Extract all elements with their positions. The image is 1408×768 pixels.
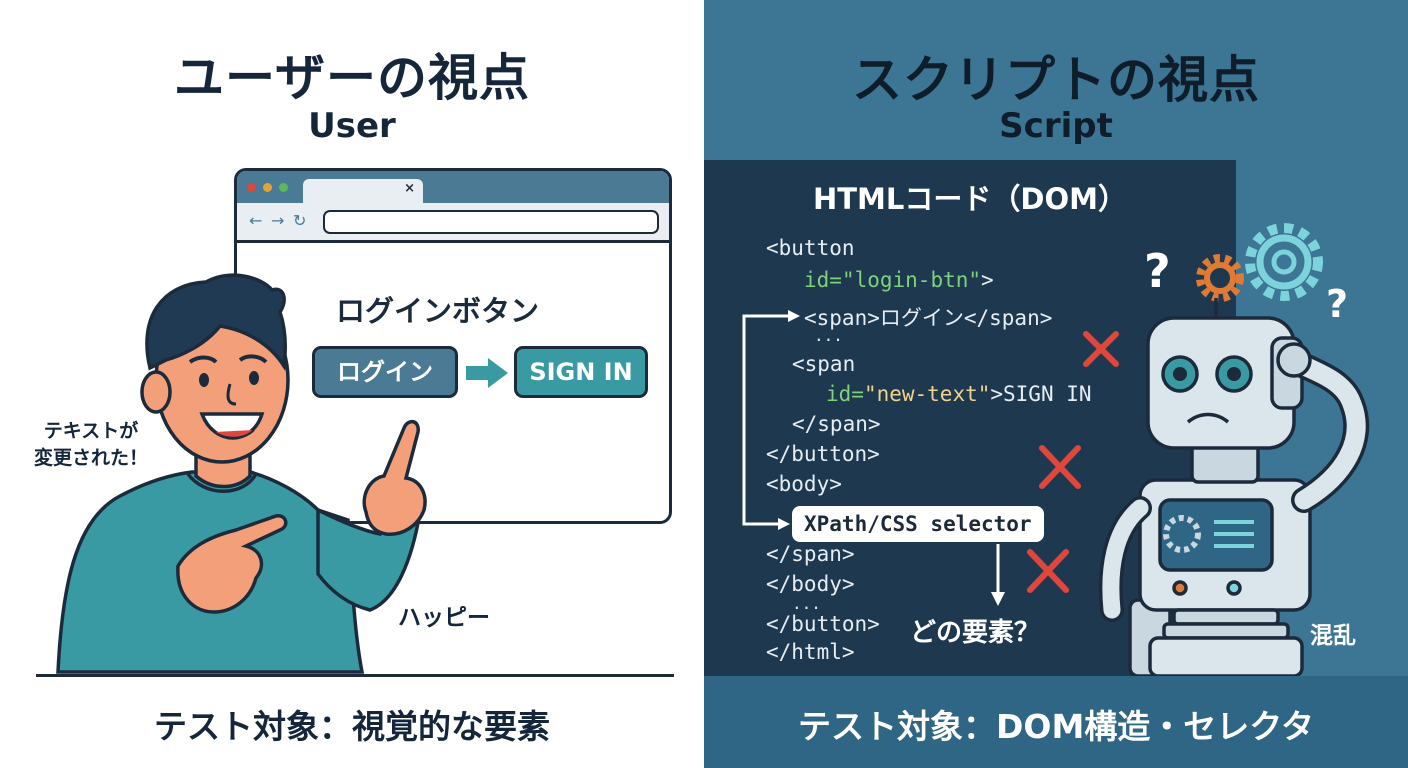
new-sign-in-button: SIGN IN [514, 346, 648, 398]
browser-tab-bar: × [237, 171, 669, 203]
code-punct: >SIGN IN [990, 382, 1092, 406]
code-punct: > [981, 268, 994, 292]
script-footer-band [704, 676, 1408, 768]
speech-text: テキストが 変更された！ [26, 418, 156, 472]
code-attr: id= [826, 382, 864, 406]
code-line: </button> [766, 612, 880, 636]
gear-icon [1245, 223, 1323, 301]
speech-line-1: テキストが [43, 420, 139, 442]
code-line: <body> [766, 472, 842, 496]
code-line: id="new-text">SIGN IN [826, 382, 1092, 406]
url-bar [323, 210, 659, 234]
code-line: </span> [766, 542, 855, 566]
question-mark-icon: ? [1144, 244, 1171, 298]
maximize-dot-icon [279, 183, 288, 192]
confused-robot-illustration [1098, 298, 1370, 678]
script-perspective-panel: スクリプトの視点 Script HTMLコード（DOM） <button id=… [704, 0, 1408, 768]
script-subtitle: Script [999, 106, 1113, 146]
back-arrow-icon: ← [249, 211, 263, 230]
user-test-target-caption: テスト対象：視覚的な要素 [154, 707, 550, 746]
old-login-button: ログイン [312, 346, 458, 398]
close-dot-icon [247, 183, 256, 192]
browser-nav-bar: ← → ↻ [237, 203, 669, 243]
error-cross-icon [1027, 549, 1069, 593]
question-mark-icon: ? [1326, 282, 1349, 326]
selector-link-arrow [742, 310, 800, 530]
forward-arrow-icon: → [271, 211, 285, 230]
tab-close-icon: × [404, 181, 415, 196]
script-diagram-graphics [742, 223, 1370, 678]
code-line: </button> [766, 442, 880, 466]
code-line: id="login-btn"> [804, 268, 994, 292]
error-cross-icon [1083, 331, 1119, 367]
speech-line-2: 変更された！ [33, 447, 148, 469]
reload-icon: ↻ [293, 211, 307, 230]
confused-label: 混乱 [1310, 623, 1356, 649]
code-line: <span [792, 352, 856, 376]
error-cross-icon [1039, 445, 1081, 489]
script-perspective-title: スクリプトの視点 [852, 51, 1260, 109]
minimize-dot-icon [263, 183, 272, 192]
code-line: </html> [766, 640, 855, 664]
code-value: "new-text" [863, 382, 991, 406]
code-ellipsis: ... [792, 594, 821, 613]
user-subtitle: User [308, 106, 396, 146]
code-line: </body> [766, 572, 855, 596]
script-test-target-caption: テスト対象：DOM構造・セレクタ [798, 707, 1314, 746]
html-code-title: HTMLコード（DOM） [813, 182, 1127, 216]
xpath-css-selector-label: XPath/CSS selector [792, 506, 1044, 542]
happy-user-illustration [56, 273, 427, 674]
user-perspective-panel: ユーザーの視点 User × ← → ↻ ログインボタン ログイン SIGN I… [26, 49, 674, 746]
happy-label: ハッピー [398, 605, 490, 631]
code-attr: id= [804, 268, 842, 292]
code-line: <button [766, 236, 855, 260]
login-button-heading: ログインボタン [336, 294, 540, 328]
browser-tab: × [303, 179, 423, 203]
user-perspective-title: ユーザーの視点 [174, 49, 530, 107]
change-arrow-icon [466, 358, 508, 388]
code-line: <span>ログイン</span> [804, 306, 1053, 330]
gear-icon [1196, 254, 1244, 302]
code-ellipsis: ... [814, 326, 843, 345]
ground-line [36, 674, 674, 677]
code-line: </span> [792, 412, 881, 436]
which-element-question: どの要素？ [910, 618, 1041, 648]
down-arrow-icon [991, 544, 1005, 606]
code-value: "login-btn" [841, 268, 982, 292]
